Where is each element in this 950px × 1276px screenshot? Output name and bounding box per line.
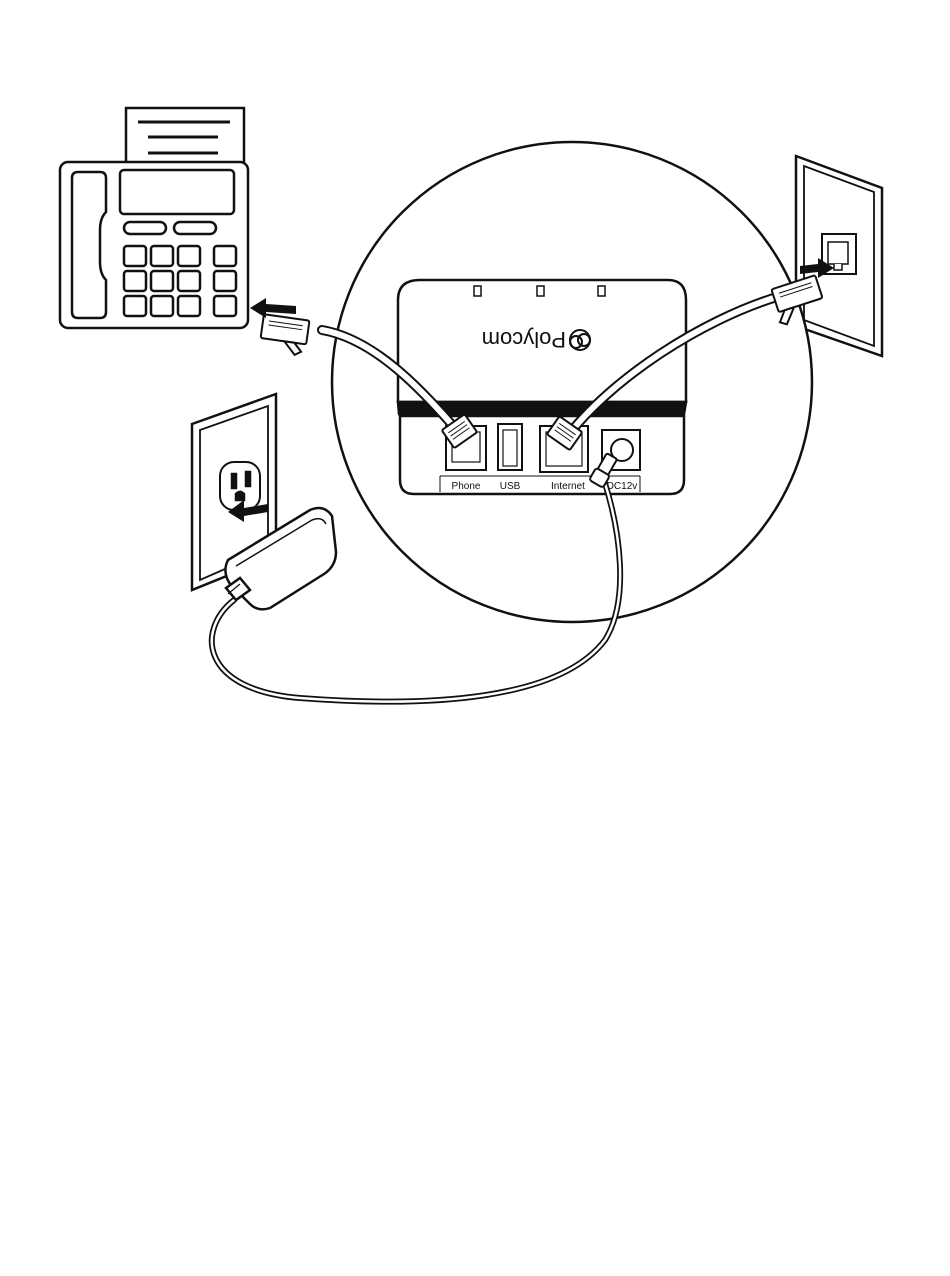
rj11-plug-fax bbox=[259, 314, 310, 356]
fax-handset bbox=[72, 172, 106, 318]
power-port-label: DC12v bbox=[607, 481, 638, 492]
led-indicator bbox=[598, 286, 605, 296]
led-indicator bbox=[537, 286, 544, 296]
fax-display bbox=[120, 170, 234, 214]
internet-port-label: Internet bbox=[551, 481, 585, 492]
fax-keypad bbox=[124, 246, 236, 316]
phone-port-label: Phone bbox=[452, 481, 481, 492]
fax-machine-icon bbox=[60, 108, 248, 328]
brand-name: Polycom bbox=[482, 327, 566, 352]
usb-port-label: USB bbox=[500, 481, 521, 492]
led-indicator bbox=[474, 286, 481, 296]
wall-phone-jack-icon bbox=[796, 156, 882, 356]
